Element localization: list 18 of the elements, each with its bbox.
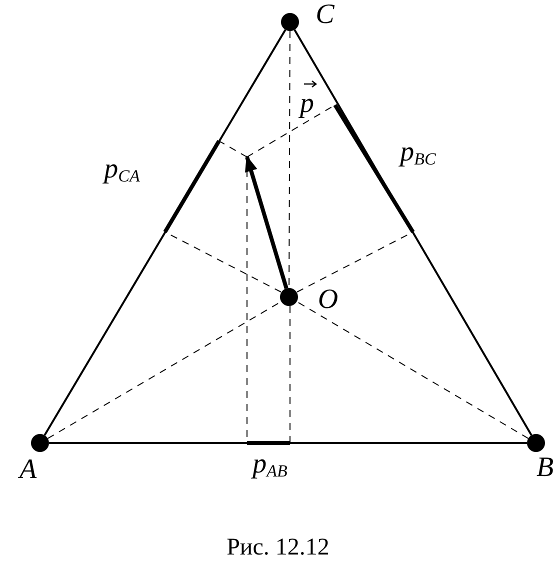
median-line: [296, 301, 529, 439]
triangle-side: [294, 29, 532, 436]
projection-label: p$_{BC}$: [400, 138, 436, 168]
triangle-side: [49, 442, 527, 444]
vector-label: p: [300, 90, 314, 118]
point-dot: [280, 288, 298, 306]
vector-arrow: [245, 155, 288, 289]
projection-label: p$_{CA}$: [104, 155, 140, 185]
point-dot: [281, 13, 299, 31]
triangle-side: [44, 29, 286, 436]
point-dot: [31, 434, 49, 452]
figure-caption: Рис. 12.12: [226, 534, 330, 562]
point-label: A: [19, 456, 37, 484]
projection-label: p$_{AB}$: [252, 450, 288, 480]
point-dot: [527, 434, 545, 452]
point-label: O: [318, 286, 338, 314]
point-label: C: [316, 1, 334, 29]
point-label: B: [536, 454, 554, 482]
